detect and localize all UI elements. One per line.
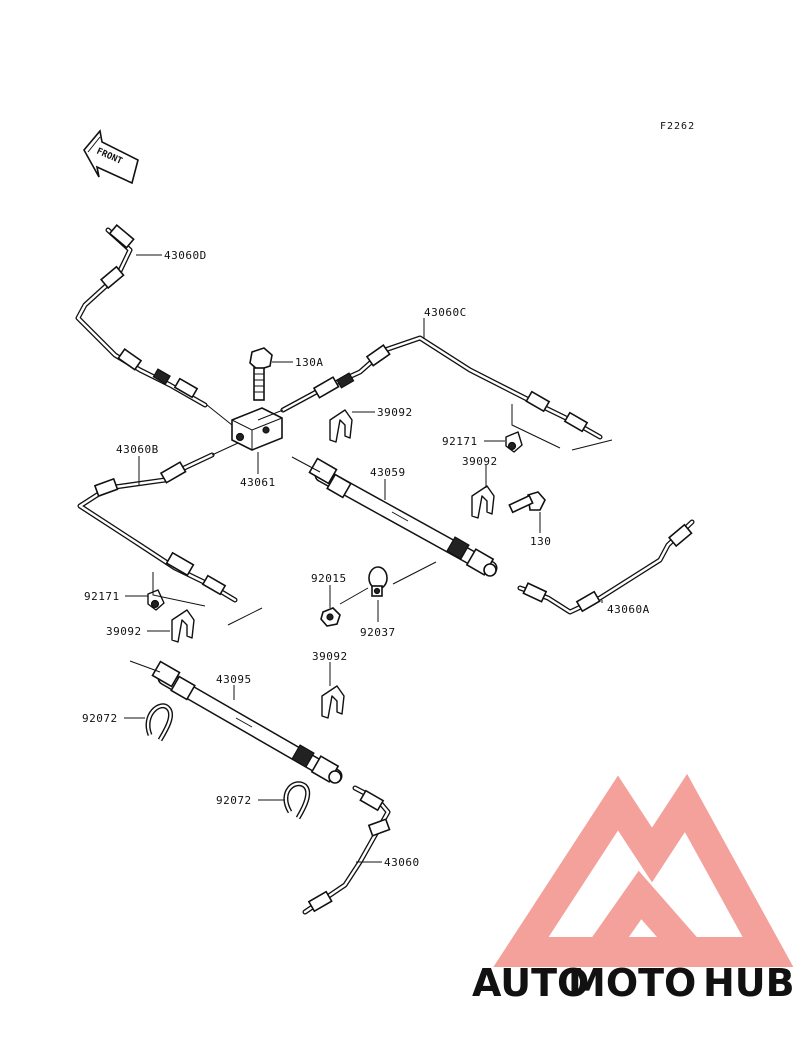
clamp-92037[interactable] [368,566,388,597]
brake-hose-43059[interactable] [308,457,498,577]
brake-pipe-43060a[interactable] [517,519,695,615]
label-39092-d: 39092 [312,650,348,663]
clip-39092-c[interactable] [171,609,195,643]
figure-ref: F2262 [660,121,695,132]
bolt-130[interactable] [508,491,546,514]
label-43059: 43059 [370,466,406,479]
brake-pipe-43060d[interactable] [75,223,208,408]
bolt-130a[interactable] [249,347,273,401]
label-92015: 92015 [311,572,347,585]
clip-39092-b[interactable] [471,485,495,519]
clip-39092-a[interactable] [329,409,353,443]
label-39092-b: 39092 [462,455,498,468]
brake-joint-43061[interactable] [231,407,283,451]
label-92072-lower: 92072 [216,794,252,807]
part-labels: 43060D 130A 43060C 39092 92171 39092 430… [82,249,650,869]
label-43095: 43095 [216,673,252,686]
label-43060b: 43060B [116,443,159,456]
label-43060d: 43060D [164,249,207,262]
watermark-hub: HUB [703,961,795,1005]
clamp-92171-upper[interactable] [505,431,523,453]
label-39092-a: 39092 [377,406,413,419]
watermark-auto: AUTO [472,961,589,1005]
clamp-92171-lower[interactable] [147,589,165,611]
label-43060a: 43060A [607,603,650,616]
band-92072-upper[interactable] [145,703,174,742]
brake-pipe-43060[interactable] [302,785,391,915]
label-39092-c: 39092 [106,625,142,638]
label-92072-upper: 92072 [82,712,118,725]
label-130: 130 [530,535,551,548]
label-130a: 130A [295,356,324,369]
band-92072-lower[interactable] [283,781,311,820]
label-43061: 43061 [240,476,276,489]
brake-hose-43095[interactable] [151,660,343,784]
brake-pipe-43060b[interactable] [77,452,238,603]
brake-pipe-43060c[interactable] [280,335,603,440]
leader-lines [124,254,603,863]
label-43060: 43060 [384,856,420,869]
watermark-text: AUTO MOTO HUB [472,961,795,1005]
clip-39092-d[interactable] [321,685,345,719]
label-92171-lower: 92171 [84,590,120,603]
label-92171-upper: 92171 [442,435,478,448]
assembly-guides [129,404,613,673]
watermark-moto: MOTO [568,961,696,1005]
label-92037: 92037 [360,626,396,639]
label-43060c: 43060C [424,306,467,319]
nut-92015[interactable] [320,607,341,627]
watermark-logo [493,773,794,967]
front-arrow-icon: FRONT [83,129,139,185]
